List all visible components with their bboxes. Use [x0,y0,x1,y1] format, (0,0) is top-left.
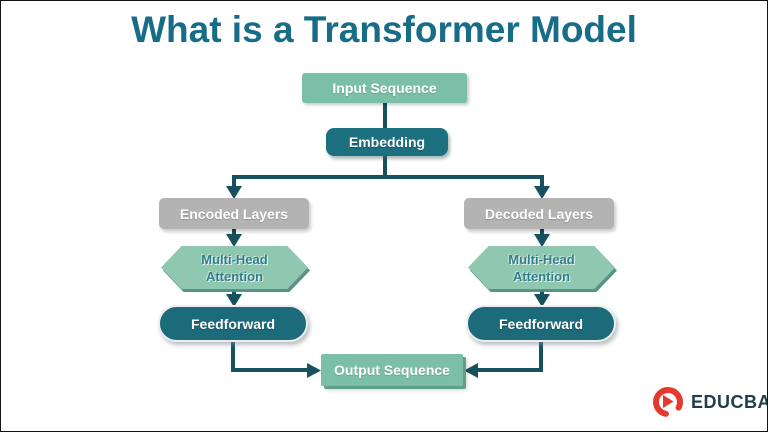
educba-e-icon [653,387,683,417]
node-multi-head-attention-left: Multi-Head Attention [161,246,308,289]
attention-left-line1: Multi-Head [201,251,268,267]
arrowhead-to-ff-left [226,294,242,307]
arrowhead-to-output-right [464,363,478,378]
hexagon-shape: Multi-Head Attention [468,246,615,289]
node-input-sequence: Input Sequence [302,73,467,103]
arrowhead-to-attention-right [534,234,550,247]
feedforward-left-label: Feedforward [190,315,275,332]
educba-logo: EDUCBA [651,384,768,420]
node-feedforward-left: Feedforward [158,305,308,342]
node-feedforward-right: Feedforward [466,305,616,342]
edge-ff-left-to-output [231,342,308,372]
feedforward-right-label: Feedforward [498,315,583,332]
node-embedding: Embedding [326,128,448,156]
attention-right-line1: Multi-Head [508,251,575,267]
edge-split-horizontal [232,175,544,189]
node-multi-head-attention-right: Multi-Head Attention [468,246,615,289]
node-encoded-layers-label: Encoded Layers [179,205,289,222]
node-decoded-layers-label: Decoded Layers [484,205,594,222]
page-title: What is a Transformer Model [131,9,637,50]
node-embedding-label: Embedding [348,134,426,150]
node-decoded-layers: Decoded Layers [464,198,614,229]
arrowhead-to-output-left [307,363,321,378]
arrowhead-to-ff-right [534,294,550,307]
edge-ff-right-to-output [477,342,543,372]
node-input-sequence-label: Input Sequence [332,80,437,96]
arrowhead-to-encoded [226,186,242,199]
arrowhead-to-attention-left [226,234,242,247]
arrowhead-to-decoded [534,186,550,199]
node-output-sequence: Output Sequence [321,354,463,386]
hexagon-shape: Multi-Head Attention [161,246,308,289]
attention-left-line2: Attention [205,268,264,284]
node-encoded-layers: Encoded Layers [159,198,309,229]
node-output-sequence-label: Output Sequence [334,362,450,378]
educba-brand-text: EDUCBA [691,391,768,412]
attention-right-line2: Attention [512,268,571,284]
